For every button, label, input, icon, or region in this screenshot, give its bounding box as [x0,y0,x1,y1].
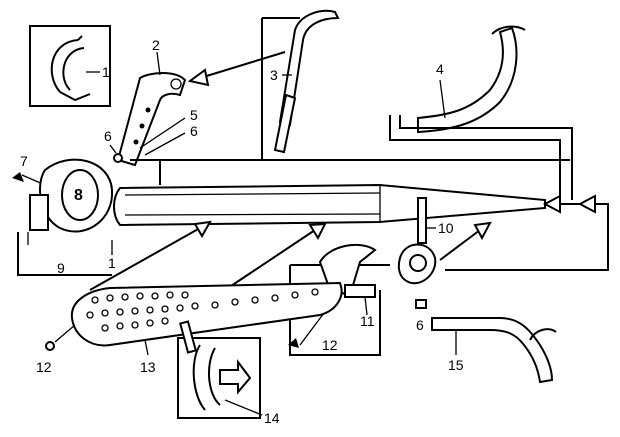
label-12-front: 12 [36,359,52,375]
flange-assembly [12,158,114,276]
label-14: 14 [264,410,280,426]
bracket-part-2 [109,51,187,167]
label-8: 8 [74,187,83,204]
label-6-washer: 6 [104,128,112,144]
label-10: 10 [438,220,454,236]
label-15: 15 [448,357,464,373]
label-2: 2 [152,37,160,53]
label-9: 9 [57,260,65,276]
label-1-flange: 1 [108,255,116,271]
label-3: 3 [270,67,278,83]
part-4-pipe [389,25,573,200]
label-11: 11 [360,313,375,329]
label-13: 13 [140,359,156,375]
label-7: 7 [20,153,28,169]
label-4: 4 [436,61,444,77]
heat-shield-part-13 [45,281,343,356]
label-6-rear: 6 [416,317,424,333]
part-15-pipe [431,317,557,384]
arrow-3-to-2 [187,51,286,87]
inset-clip-part-14 [177,320,263,419]
inset-clamp-part-1 [29,25,111,107]
label-12-rear: 12 [322,337,338,353]
label-6-bracket: 6 [190,123,198,139]
label-1-inset: 1 [102,64,110,80]
assembly-arrows [89,220,492,291]
part-3-pipe [261,10,340,161]
muffler-body [113,159,609,271]
label-5: 5 [190,107,198,123]
